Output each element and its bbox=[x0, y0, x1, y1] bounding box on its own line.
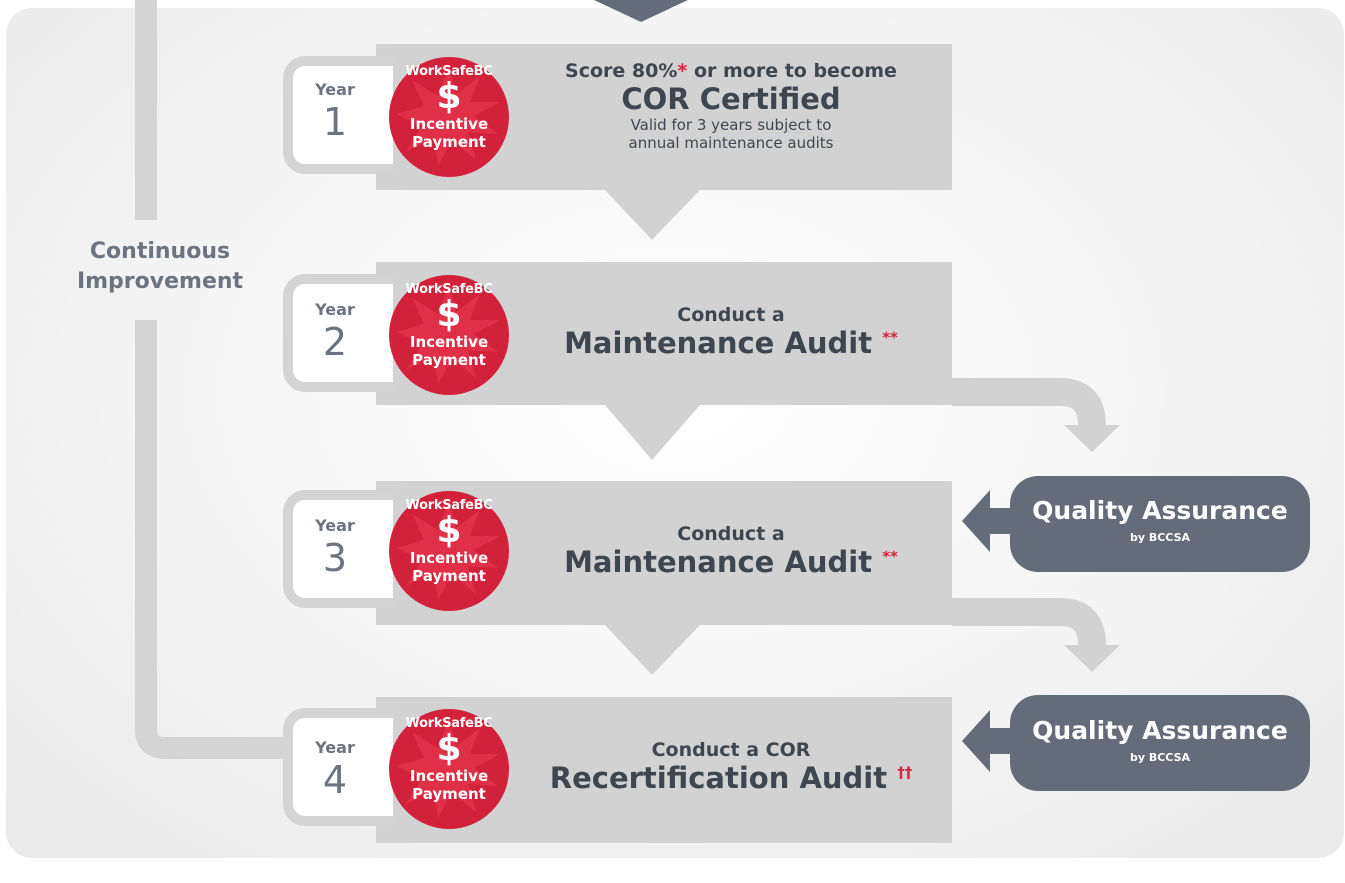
step-2-line1: Conduct a bbox=[677, 304, 785, 326]
qa-box-2 bbox=[1010, 695, 1310, 791]
year-2-number: 2 bbox=[322, 320, 348, 364]
badge-line2: Payment bbox=[412, 133, 486, 151]
step-1-note-2: annual maintenance audits bbox=[628, 134, 834, 152]
qa-1-sub: by BCCSA bbox=[1129, 531, 1191, 544]
step-3-mark: ** bbox=[882, 547, 898, 566]
step-1-line1-tail: or more to become bbox=[687, 60, 897, 82]
badge-dollar: $ bbox=[436, 728, 462, 769]
step-1-line1: Score 80% bbox=[565, 60, 678, 82]
badge-top: WorkSafeBC bbox=[405, 716, 493, 731]
step-4-mark: †† bbox=[897, 763, 913, 782]
badge-dollar: $ bbox=[436, 294, 462, 335]
badge-line1: Incentive bbox=[409, 549, 489, 567]
year-tab-3 bbox=[283, 490, 393, 608]
incentive-badge-icon-4 bbox=[389, 709, 509, 829]
badge-line1: Incentive bbox=[409, 333, 489, 351]
badge-line1: Incentive bbox=[409, 115, 489, 133]
qa-2-title: Quality Assurance bbox=[1032, 716, 1288, 745]
down-arrow-1 bbox=[605, 190, 700, 240]
step-1-text: Score 80%* or more to become COR Certifi… bbox=[510, 60, 952, 152]
badge-dollar: $ bbox=[436, 76, 462, 117]
badge-dollar: $ bbox=[436, 510, 462, 551]
step-1-note-1: Valid for 3 years subject to bbox=[630, 116, 832, 134]
step-3-line1: Conduct a bbox=[677, 523, 785, 545]
year-4-label: Year bbox=[315, 738, 355, 757]
step-3-text: Conduct a Maintenance Audit ** bbox=[510, 523, 952, 579]
badge-line2: Payment bbox=[412, 567, 486, 585]
badge-top: WorkSafeBC bbox=[405, 64, 493, 79]
ci-line1: Continuous bbox=[89, 239, 231, 264]
qa-arrow-2 bbox=[962, 710, 1020, 772]
top-arrow bbox=[594, 0, 688, 22]
step-2-mark: ** bbox=[882, 328, 898, 347]
badge-text-3: WorkSafeBC $ Incentive Payment bbox=[388, 498, 510, 585]
incentive-badge-icon-2 bbox=[389, 275, 509, 395]
badge-line2: Payment bbox=[412, 785, 486, 803]
curve-arrow-2 bbox=[952, 598, 1106, 646]
curve-arrowhead-2 bbox=[1064, 645, 1120, 672]
badge-text-1: WorkSafeBC $ Incentive Payment bbox=[388, 64, 510, 151]
step-4-title: Recertification Audit bbox=[549, 761, 888, 795]
badge-top: WorkSafeBC bbox=[405, 498, 493, 513]
down-arrow-3 bbox=[605, 625, 700, 675]
year-4-number: 4 bbox=[322, 758, 348, 802]
curve-arrowhead-1 bbox=[1064, 425, 1120, 452]
step-4-line1: Conduct a COR bbox=[651, 739, 811, 761]
step-1-title: COR Certified bbox=[621, 82, 841, 116]
step-4-text: Conduct a COR Recertification Audit †† bbox=[510, 739, 952, 795]
year-tab-2 bbox=[283, 274, 393, 392]
ci-line2: Improvement bbox=[76, 269, 244, 294]
down-arrow-2 bbox=[605, 405, 700, 460]
incentive-badge-icon-3 bbox=[389, 491, 509, 611]
year-1-label: Year bbox=[315, 80, 355, 99]
badge-line1: Incentive bbox=[409, 767, 489, 785]
curve-arrow-1 bbox=[952, 378, 1106, 426]
badge-text-4: WorkSafeBC $ Incentive Payment bbox=[388, 716, 510, 803]
year-tab-1 bbox=[283, 56, 393, 174]
year-1-number: 1 bbox=[322, 100, 348, 144]
qa-box-1 bbox=[1010, 476, 1310, 572]
badge-top: WorkSafeBC bbox=[405, 282, 493, 297]
step-3-title: Maintenance Audit bbox=[564, 545, 873, 579]
step-2-text: Conduct a Maintenance Audit ** bbox=[510, 304, 952, 360]
badge-text-2: WorkSafeBC $ Incentive Payment bbox=[388, 282, 510, 369]
qa-2-sub: by BCCSA bbox=[1129, 751, 1191, 764]
qa-1-title: Quality Assurance bbox=[1032, 496, 1288, 525]
year-3-label: Year bbox=[315, 516, 355, 535]
continuous-loop-lower bbox=[135, 320, 290, 759]
year-3-number: 3 bbox=[322, 536, 348, 580]
qa-arrow-1 bbox=[962, 490, 1020, 552]
step-1-asterisk: * bbox=[677, 60, 688, 82]
step-2-title: Maintenance Audit bbox=[564, 326, 873, 360]
badge-line2: Payment bbox=[412, 351, 486, 369]
continuous-improvement-label: Continuous Improvement bbox=[60, 237, 260, 297]
year-2-label: Year bbox=[315, 300, 355, 319]
incentive-badge-icon-1 bbox=[389, 57, 509, 177]
year-tab-4 bbox=[283, 708, 393, 826]
